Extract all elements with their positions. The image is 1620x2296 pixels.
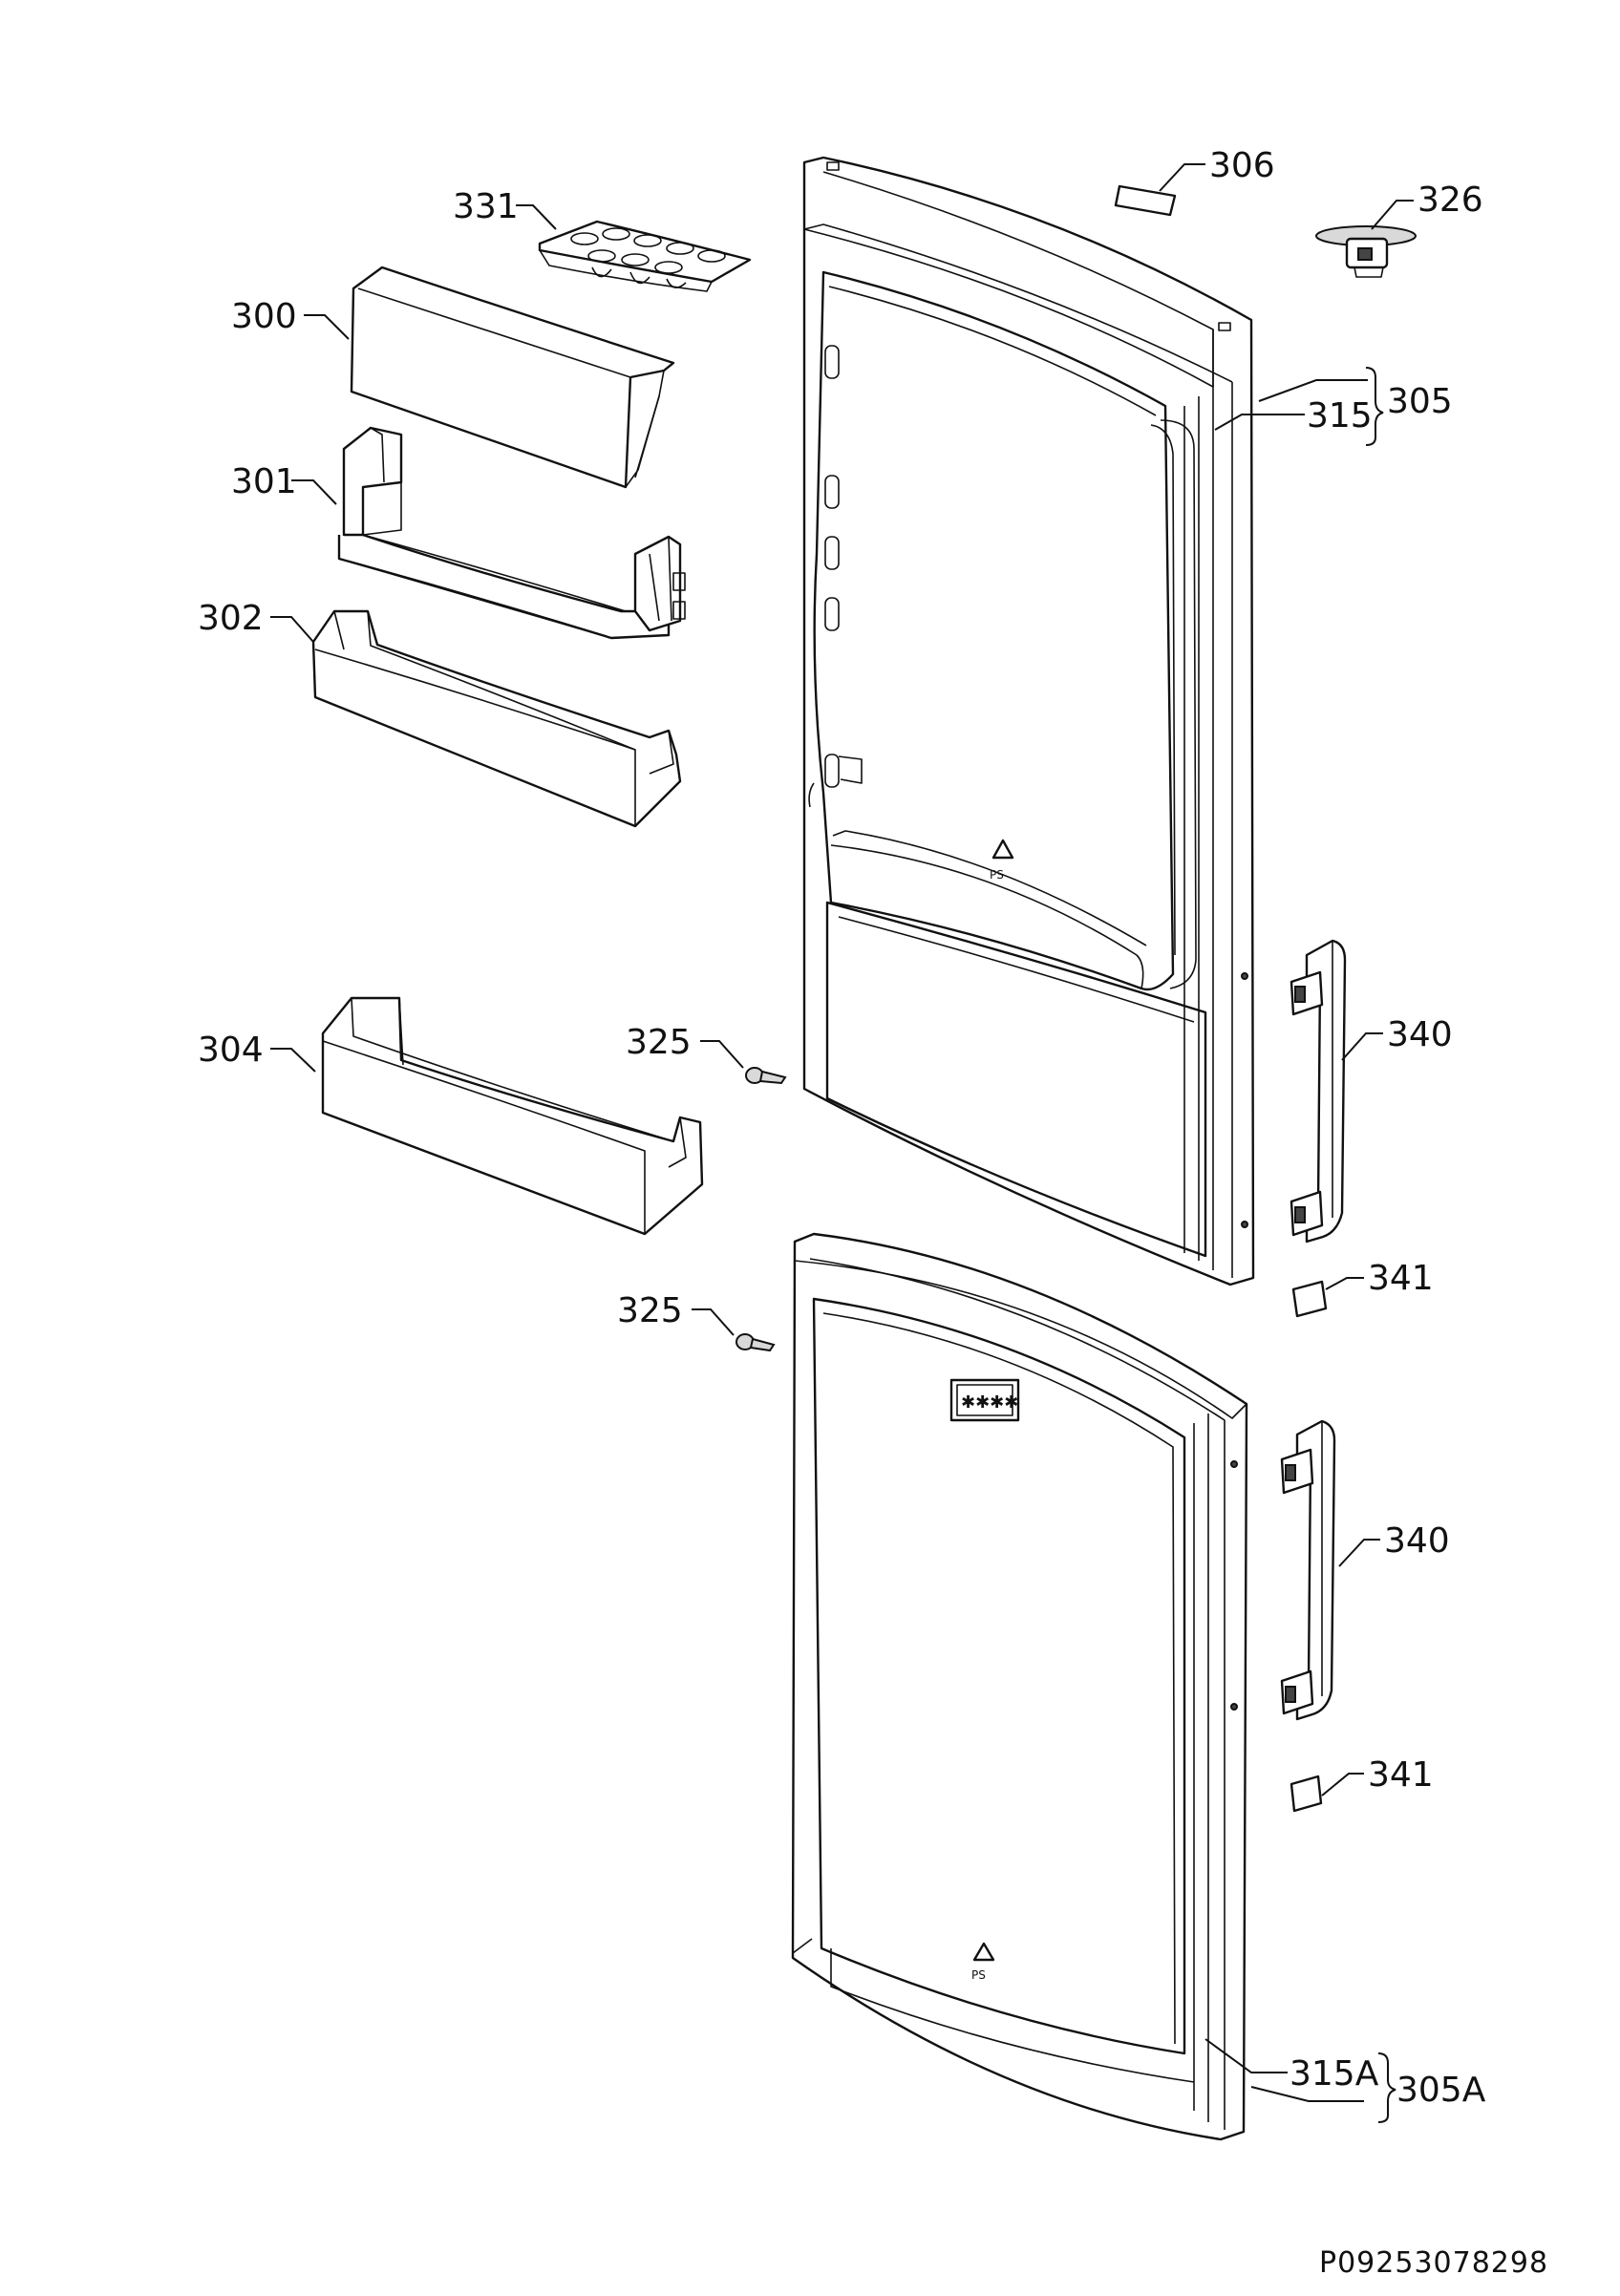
- door-shelf-middle: [311, 609, 682, 828]
- label-306: 306: [1209, 146, 1275, 185]
- part-labels: 331 300 301 302 304 306 326 315 305 325 …: [198, 146, 1486, 2110]
- label-341-lower: 341: [1368, 1755, 1434, 1795]
- label-326: 326: [1418, 181, 1483, 220]
- svg-text:PS: PS: [971, 1968, 986, 1982]
- dairy-cover: [350, 266, 675, 489]
- door-shelf-bottle: [321, 996, 704, 1236]
- label-315: 315: [1307, 396, 1373, 436]
- hinge-pin-upper: [745, 1067, 787, 1085]
- upper-door: PS: [802, 156, 1255, 1286]
- label-304: 304: [198, 1031, 264, 1070]
- label-306: [1114, 184, 1177, 217]
- label-325-lower: 325: [617, 1291, 683, 1330]
- label-325-upper: 325: [626, 1023, 692, 1062]
- label-301: 301: [231, 462, 297, 501]
- document-id: P09253078298: [1319, 2246, 1549, 2280]
- lower-door: ✱✱✱✱ PS: [791, 1232, 1248, 2141]
- label-305A: 305A: [1396, 2071, 1486, 2110]
- label-305: 305: [1387, 382, 1453, 421]
- label-315A: 315A: [1290, 2054, 1379, 2094]
- label-340-upper: 340: [1387, 1015, 1453, 1054]
- handle-cover-lower: [1290, 1775, 1323, 1813]
- leader-lines: [270, 163, 1414, 2123]
- label-300: 300: [231, 297, 297, 336]
- label-340-lower: 340: [1384, 1521, 1450, 1561]
- label-302: 302: [198, 599, 264, 638]
- door-shelf-upper: [337, 426, 686, 640]
- cap-326: [1315, 225, 1417, 278]
- egg-tray: [538, 220, 752, 292]
- svg-text:PS: PS: [990, 868, 1004, 882]
- door-handle-upper: [1290, 939, 1347, 1244]
- door-handle-lower: [1280, 1419, 1336, 1721]
- svg-text:✱✱✱✱: ✱✱✱✱: [961, 1392, 1018, 1413]
- hinge-pin-lower: [735, 1333, 776, 1352]
- handle-cover-upper: [1291, 1280, 1328, 1318]
- label-331: 331: [453, 187, 519, 226]
- label-341-upper: 341: [1368, 1259, 1434, 1298]
